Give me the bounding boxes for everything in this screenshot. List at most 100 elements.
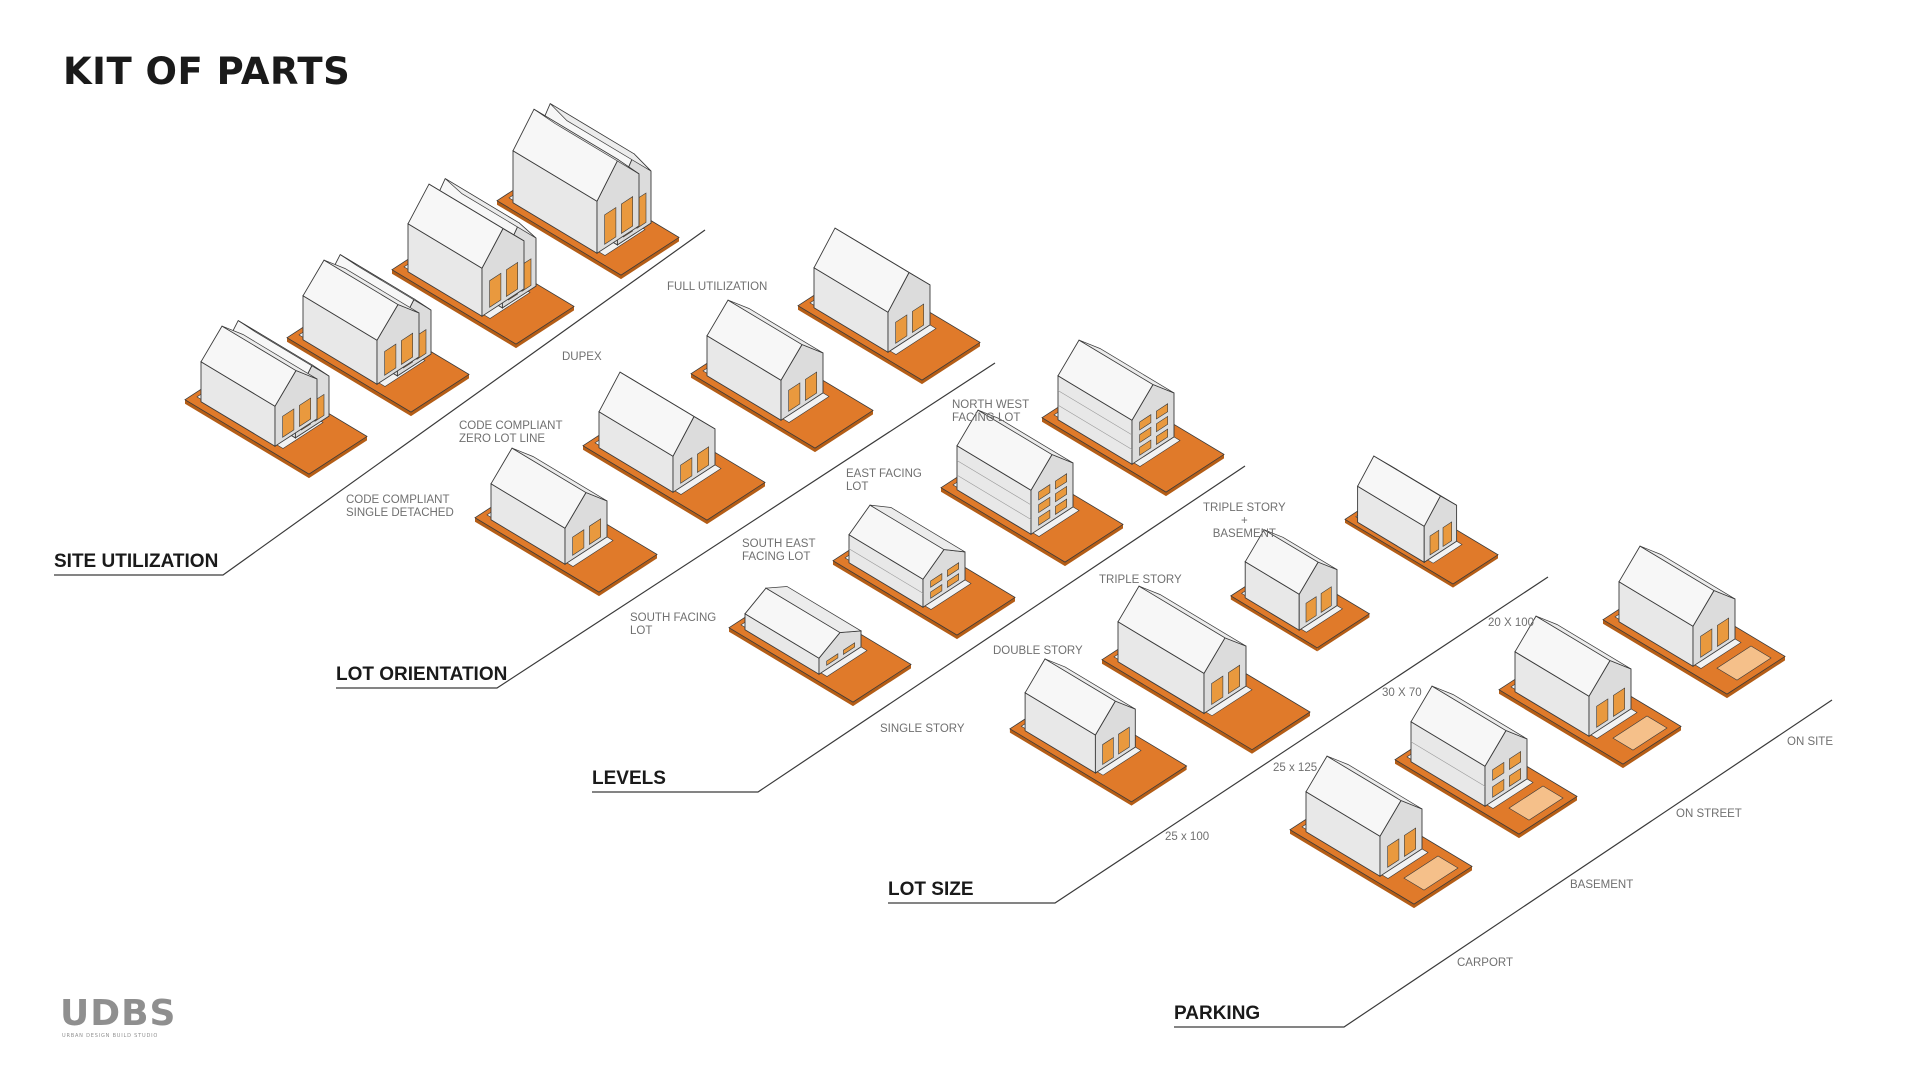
udbs-logo: UDBS [60, 993, 177, 1034]
window [912, 303, 925, 333]
lot-site-utilization-3 [391, 177, 575, 349]
slab-edge [1395, 759, 1519, 839]
window [401, 332, 414, 365]
slab-edge [1290, 829, 1414, 909]
window [1055, 498, 1067, 515]
window [1429, 529, 1440, 556]
item-label-full-utilization: FULL UTILIZATION [667, 281, 768, 293]
parking-pad [1612, 715, 1668, 751]
window [788, 382, 801, 412]
window [621, 196, 634, 234]
house-roof-back [221, 325, 318, 380]
slab-edge [497, 200, 621, 280]
window [1305, 596, 1317, 623]
lot-site-utilization-2 [286, 253, 470, 417]
page-title: KIT OF PARTS [63, 50, 351, 93]
house-roof-back [727, 299, 824, 354]
window [1596, 698, 1609, 728]
window [947, 562, 960, 577]
lot-lot-size-2 [1101, 585, 1311, 754]
lot-levels-3 [940, 409, 1124, 567]
house-roof-back [323, 259, 420, 314]
house-roof-back [340, 254, 432, 311]
house-roof-back [1639, 545, 1736, 600]
window [1320, 586, 1332, 613]
window [1102, 737, 1114, 766]
window [1156, 428, 1168, 445]
house-roof-back [1078, 339, 1175, 394]
lot-site-utilization-1 [184, 319, 368, 479]
group-title-site-utilization: SITE UTILIZATION [54, 551, 219, 572]
house-roof-back [977, 409, 1074, 464]
window [1156, 415, 1168, 433]
window [1509, 750, 1521, 770]
house-roof-back [511, 447, 608, 502]
house-roof-back [238, 320, 330, 377]
lot-levels-2 [832, 504, 1016, 640]
floor-line [1410, 741, 1486, 787]
window [1139, 426, 1152, 444]
window [1717, 617, 1729, 647]
window [299, 397, 312, 427]
house-roof-back [1373, 455, 1457, 506]
slab-edge [1042, 417, 1166, 497]
window [384, 343, 397, 376]
window [947, 573, 960, 588]
item-label-basement: BASEMENT [1570, 879, 1634, 891]
window [930, 584, 943, 599]
window [1492, 778, 1505, 798]
house-roof-back [1263, 529, 1338, 570]
lot-lot-size-1 [1009, 658, 1188, 806]
item-label-single-story: SINGLE STORY [880, 723, 965, 735]
lot-lot-orientation-3 [690, 299, 874, 453]
slab-edge [798, 305, 922, 385]
slab-edge [691, 373, 815, 453]
lot-lot-size-4 [1344, 455, 1499, 588]
house-roof-back [1535, 615, 1632, 670]
window [1387, 838, 1400, 868]
lot-levels-4 [1041, 339, 1225, 497]
window [1118, 726, 1130, 755]
lot-lot-size-3 [1230, 529, 1371, 652]
lot-parking-1 [1289, 755, 1473, 909]
window [697, 446, 710, 473]
window [572, 529, 585, 556]
slab-edge [1102, 659, 1252, 754]
window [1700, 628, 1713, 658]
group-title-levels: LEVELS [592, 768, 666, 789]
window [604, 206, 617, 245]
window [1038, 496, 1051, 514]
lot-lot-orientation-2 [582, 371, 766, 525]
window [1139, 439, 1152, 456]
item-label-25x100: 25 x 100 [1165, 831, 1210, 843]
floor-line [956, 460, 1032, 506]
house-roof-back [869, 504, 966, 553]
slab-edge [729, 627, 853, 707]
lot-site-utilization-4 [496, 102, 680, 280]
lot-lot-orientation-4 [797, 227, 981, 385]
lot-levels-1 [728, 586, 912, 707]
lot-parking-2 [1394, 685, 1578, 839]
window [1156, 403, 1168, 420]
window [1509, 767, 1521, 787]
item-label-dupex: DUPEX [562, 351, 602, 363]
window [1038, 509, 1051, 526]
house-roof-back [1138, 585, 1247, 647]
baseline-levels [592, 465, 1246, 793]
item-label-on-street: ON STREET [1676, 808, 1742, 820]
window [1211, 675, 1224, 706]
parking-pad [1508, 785, 1564, 821]
group-title-parking: PARKING [1174, 1003, 1261, 1024]
floor-line [1057, 404, 1133, 450]
house-roof-back [764, 586, 863, 633]
item-label-double-story: DOUBLE STORY [993, 645, 1083, 657]
window [1492, 761, 1505, 781]
slab-edge [287, 337, 411, 417]
window [1442, 521, 1452, 548]
